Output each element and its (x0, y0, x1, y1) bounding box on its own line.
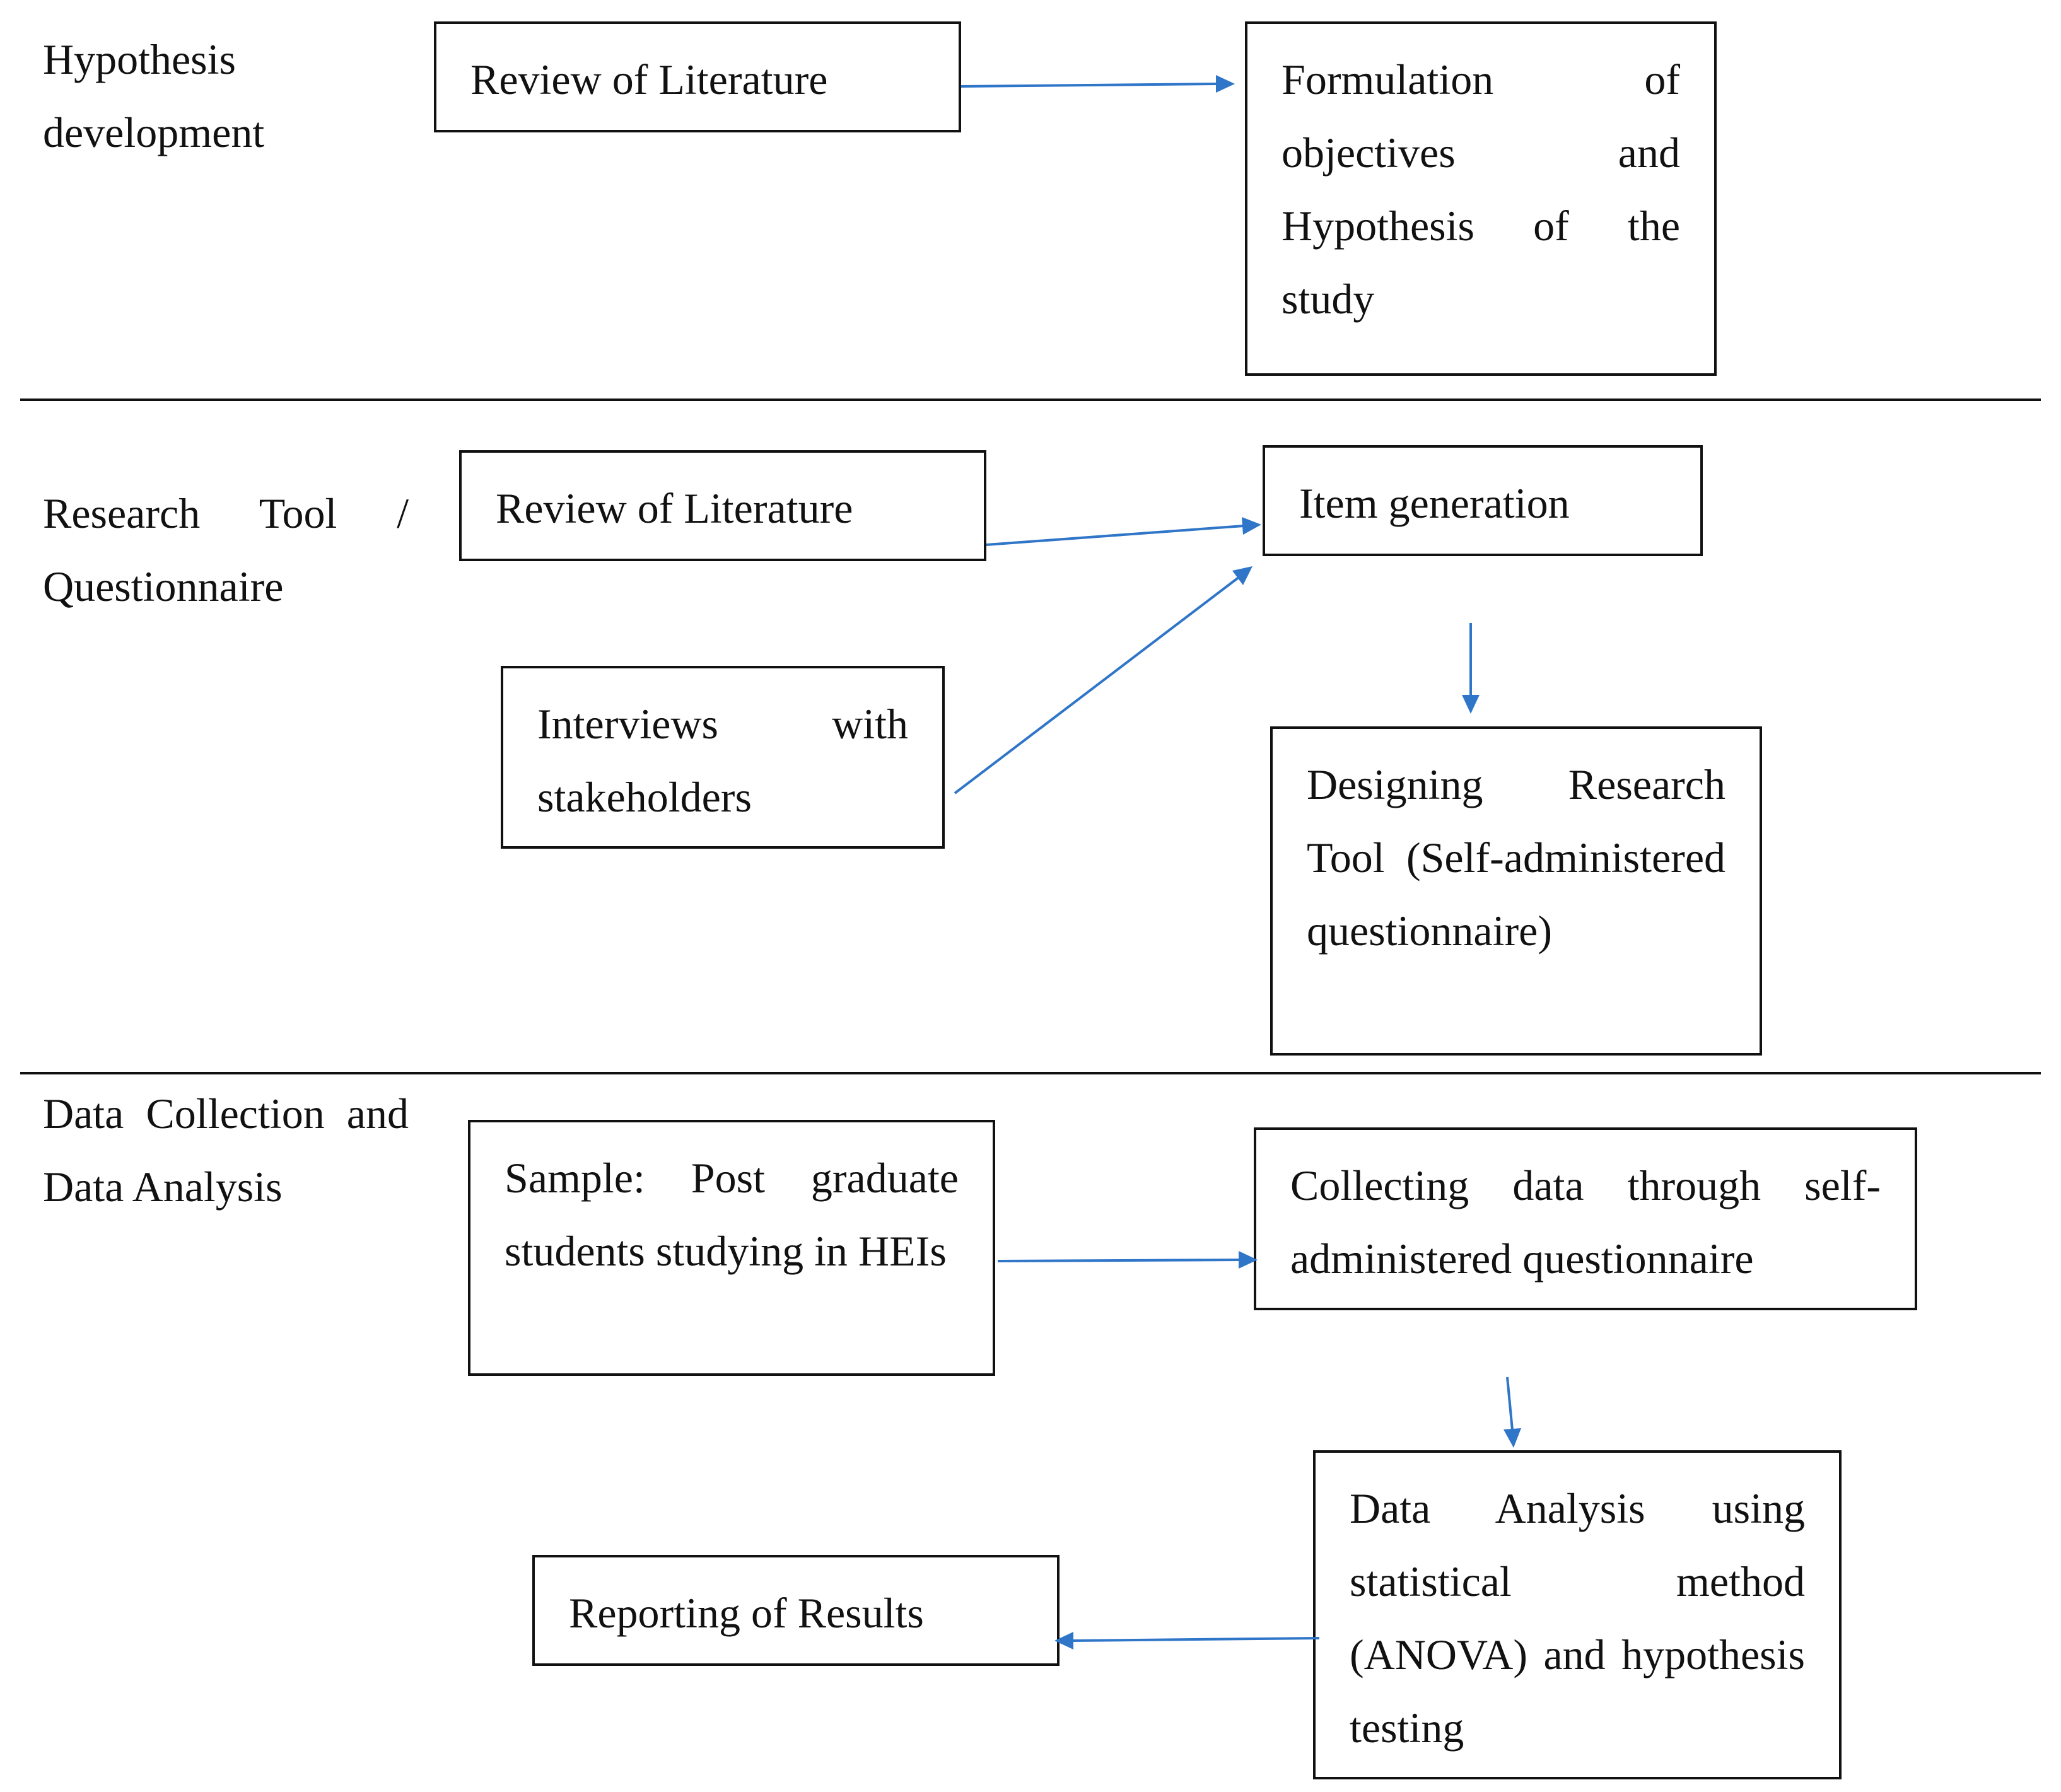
box-interviews-with-stakeholders: Interviews with stakeholders (501, 666, 945, 849)
arrow-interviews-to-item-generation (954, 566, 1252, 794)
section-divider-2 (20, 1072, 2041, 1074)
arrow-sample-to-collecting (997, 1251, 1258, 1269)
section-label-research-tool: Research Tool / Questionnaire (43, 489, 409, 610)
arrow-analysis-to-reporting (1054, 1632, 1320, 1649)
box-review-of-literature-2: Review of Literature (459, 450, 986, 561)
box-data-analysis: Data Analysis using statistical method (… (1313, 1450, 1842, 1779)
section-label-hypothesis-development: Hypothesis development (43, 35, 265, 156)
arrow-collecting-to-analysis (1503, 1376, 1521, 1448)
box-collecting-data: Collecting data through self-administere… (1254, 1127, 1917, 1310)
arrow-item-generation-to-designing (1462, 623, 1480, 714)
box-reporting-of-results: Reporting of Results (532, 1555, 1060, 1666)
arrow-review-to-formulation (960, 75, 1235, 93)
section-divider-1 (20, 399, 2041, 401)
section-label-data-collection: Data Collection and Data Analysis (43, 1090, 409, 1211)
box-review-of-literature-1: Review of Literature (434, 21, 961, 132)
arrow-review-to-item-generation (986, 517, 1261, 546)
box-sample: Sample: Post graduate students studying … (468, 1120, 995, 1376)
box-item-generation: Item generation (1263, 445, 1703, 556)
box-formulation-of-objectives: Formulation of objectives and Hypothesis… (1245, 21, 1717, 376)
box-designing-research-tool: Designing Research Tool (Self-administer… (1270, 726, 1762, 1056)
